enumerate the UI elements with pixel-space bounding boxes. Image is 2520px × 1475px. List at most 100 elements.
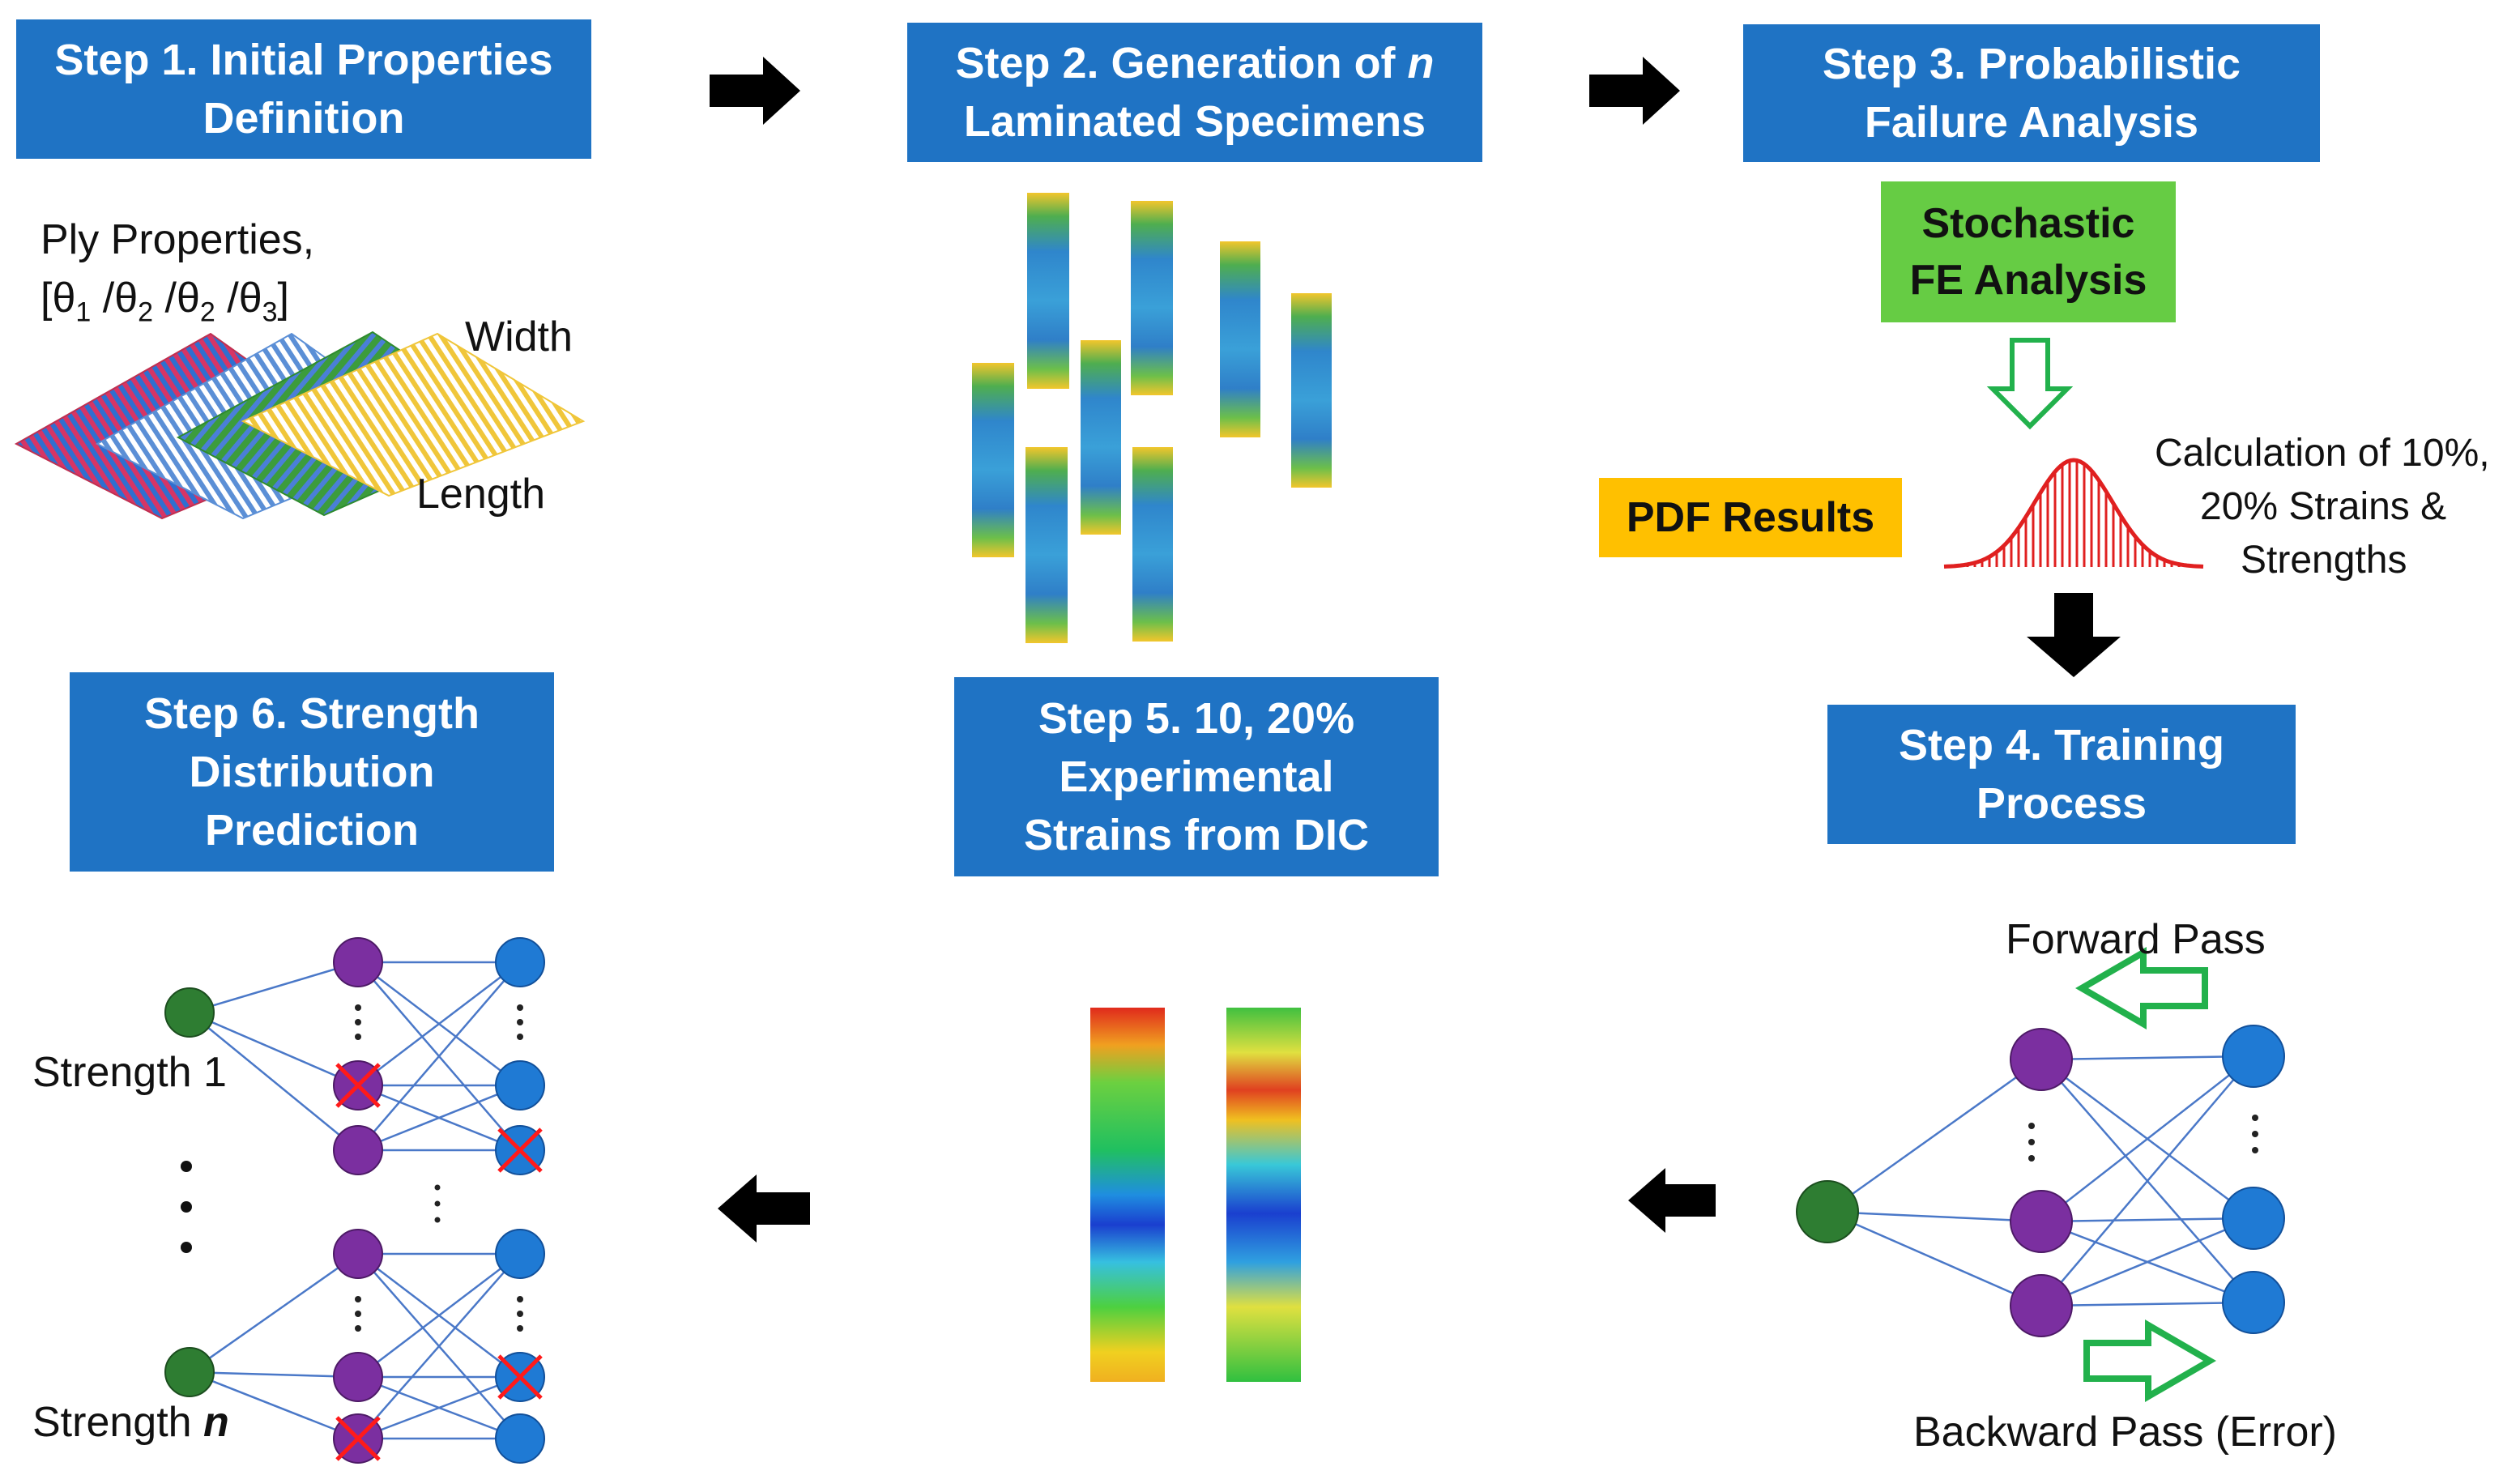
forward-pass-arrow-icon <box>2075 947 2208 1030</box>
step4-title-line1: Step 4. Training <box>1898 721 2225 769</box>
network-edge <box>2040 1055 2254 1061</box>
network-edge <box>357 1253 521 1378</box>
layup-sep2: /θ <box>153 275 200 322</box>
stochastic-fe-box: Stochastic FE Analysis <box>1881 181 2176 322</box>
specimen-3 <box>1220 241 1260 437</box>
layup-sub3: 2 <box>199 296 215 328</box>
pdf-results-box: PDF Results <box>1599 478 1902 557</box>
network-edge <box>2040 1055 2254 1307</box>
vertical-ellipsis-dot <box>181 1242 192 1253</box>
arrow-step1-to-step2-icon <box>710 57 800 125</box>
step2-title-line1: Step 2. Generation of n <box>955 39 1435 87</box>
step2-n: n <box>1407 39 1435 87</box>
step6-title-line1: Step 6. Strength <box>143 689 480 738</box>
layup-open: [θ <box>41 275 76 322</box>
output-node <box>495 1229 545 1279</box>
step2-box: Step 2. Generation of n Laminated Specim… <box>907 23 1482 162</box>
hollow-down-arrow-icon <box>1986 338 2074 430</box>
input-node <box>164 987 215 1038</box>
network-edge <box>357 1253 521 1439</box>
ellipsis-dot <box>355 1004 361 1011</box>
network-edge <box>189 1012 359 1151</box>
arrow-step2-to-step3-icon <box>1589 57 1680 125</box>
dic-strain-field-2 <box>1226 1008 1301 1382</box>
specimen-4 <box>1291 293 1332 488</box>
layup-sep1: /θ <box>91 275 139 322</box>
specimens <box>972 193 1332 643</box>
ellipsis-dot <box>434 1200 441 1207</box>
step5-box: Step 5. 10, 20% Experimental Strains fro… <box>954 677 1439 876</box>
layup-sub4: 3 <box>262 296 278 328</box>
backward-pass-label: Backward Pass (Error) <box>1913 1409 2337 1456</box>
network-edge <box>1827 1210 2042 1223</box>
ellipsis-dot <box>517 1311 523 1317</box>
pdf-bell-curve <box>1943 458 2204 569</box>
hidden-node <box>333 1352 383 1402</box>
output-node <box>495 1060 545 1111</box>
ellipsis-dot <box>2028 1123 2035 1129</box>
step3-title-line2: Failure Analysis <box>1864 98 2199 147</box>
network-edge <box>1827 1058 2042 1213</box>
layup-close: ] <box>277 275 289 322</box>
network-edge <box>357 961 521 1151</box>
ellipsis-dot <box>355 1325 361 1332</box>
training-network <box>1796 1025 2285 1337</box>
layup-label: [θ1 /θ2 /θ2 /θ3] <box>41 272 289 338</box>
ellipsis-dot <box>517 1325 523 1332</box>
step5-title-line1: Step 5. 10, 20% <box>1038 694 1355 743</box>
specimen-1 <box>1027 193 1069 389</box>
dic-strain-field-1 <box>1090 1008 1165 1382</box>
ellipsis-dot <box>2252 1131 2258 1137</box>
hidden-node <box>2010 1274 2073 1337</box>
hidden-node <box>2010 1028 2073 1091</box>
network-edge <box>357 1084 521 1152</box>
specimen-5 <box>972 363 1014 557</box>
network-edge <box>357 961 521 1086</box>
calc-line1: Calculation of 10%, <box>2155 432 2490 475</box>
network-edge <box>2040 1301 2254 1307</box>
ellipsis-dot <box>517 1296 523 1302</box>
network-edge <box>189 1371 359 1379</box>
stochastic-line2: FE Analysis <box>1909 257 2147 304</box>
strength-n-italic: n <box>203 1399 229 1446</box>
hidden-node <box>333 1125 383 1175</box>
network-edge <box>189 961 359 1014</box>
dropout-cross-icon <box>335 1416 381 1461</box>
step1-title-line2: Definition <box>203 94 405 143</box>
dropout-cross-icon <box>497 1354 543 1400</box>
backward-pass-arrow-icon <box>2083 1319 2216 1402</box>
arrow-step5-to-step6-icon <box>718 1174 810 1243</box>
pdf-results-label: PDF Results <box>1626 494 1875 541</box>
dropout-cross-icon <box>335 1063 381 1108</box>
step3-title-line1: Step 3. Probabilistic <box>1822 40 2241 88</box>
network-edge <box>357 1375 521 1440</box>
input-node <box>1796 1180 1859 1243</box>
ellipsis-dot <box>355 1019 361 1025</box>
arrow-step4-to-step5-icon <box>1628 1168 1716 1233</box>
output-node <box>495 937 545 987</box>
dropout-cross-icon <box>497 1128 543 1173</box>
ellipsis-dot <box>434 1217 441 1223</box>
calc-line3: Strengths <box>2241 539 2407 582</box>
specimen-6 <box>1081 340 1121 535</box>
laminate-plies <box>14 330 586 520</box>
network-edge <box>189 1371 359 1440</box>
step6-title-line2: Distribution <box>189 748 435 796</box>
ellipsis-dot <box>2252 1147 2258 1153</box>
network-edge <box>189 1252 359 1374</box>
ply-4 <box>241 332 586 497</box>
ellipsis-dot <box>434 1184 441 1191</box>
ellipsis-dot <box>2028 1155 2035 1162</box>
ellipsis-dot <box>517 1034 523 1040</box>
step1-title-line1: Step 1. Initial Properties <box>54 36 553 84</box>
vertical-ellipsis-dot <box>181 1201 192 1213</box>
step2-title-line2: Laminated Specimens <box>963 97 1426 146</box>
step5-title-line3: Strains from DIC <box>1023 811 1370 859</box>
layup-sub1: 1 <box>75 296 92 328</box>
strength-n-label: Strength n <box>32 1396 229 1448</box>
network-edge <box>1827 1210 2042 1307</box>
network-edge <box>2040 1055 2254 1222</box>
specimen-7 <box>1025 447 1068 643</box>
step3-box: Step 3. Probabilistic Failure Analysis <box>1743 24 2320 162</box>
